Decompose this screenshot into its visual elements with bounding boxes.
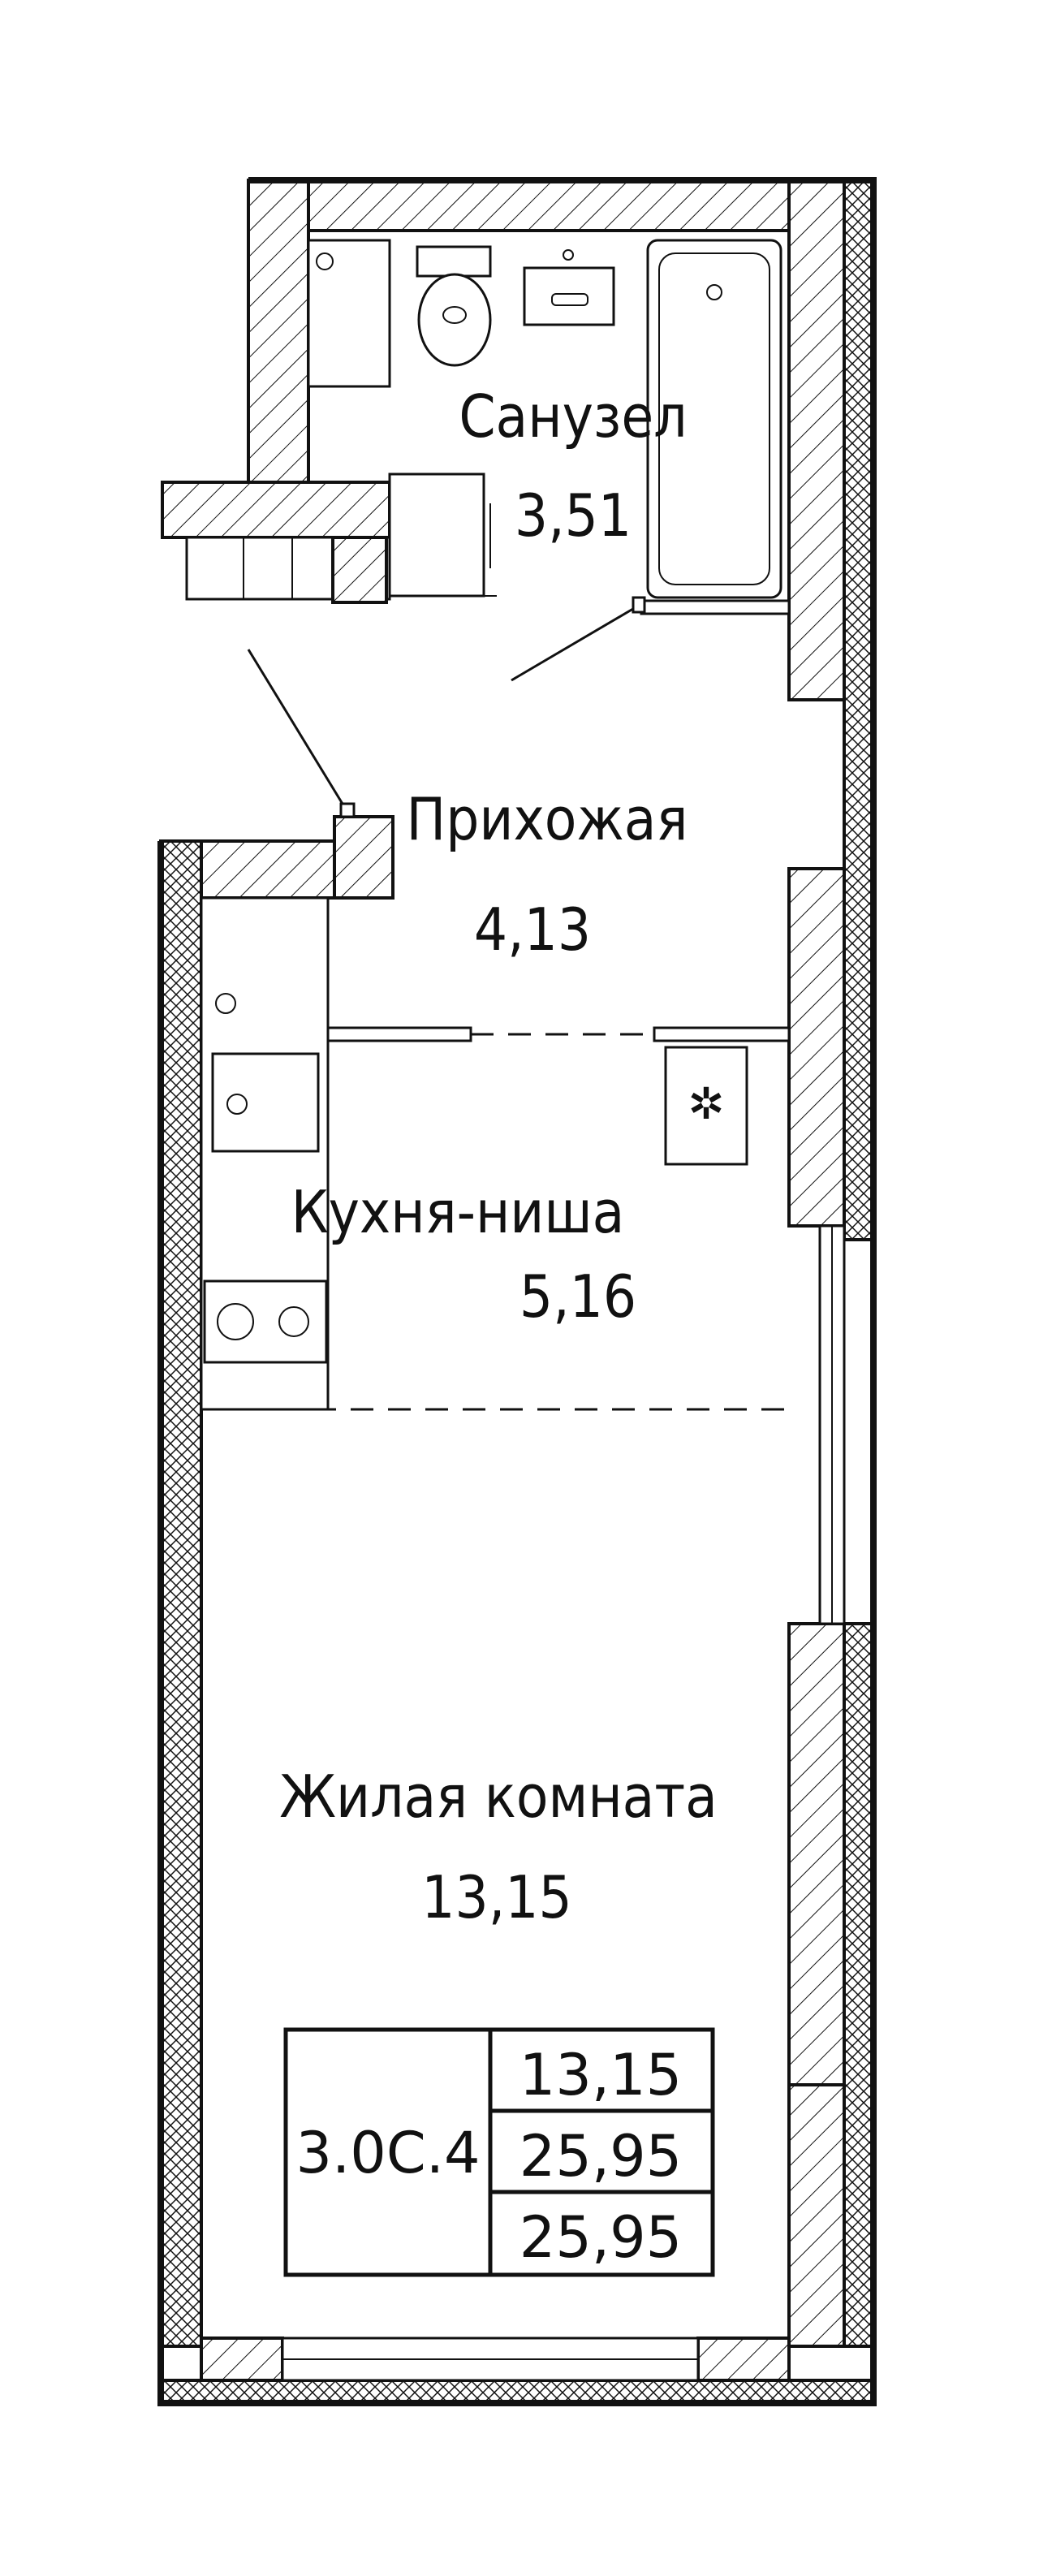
- svg-text:✲: ✲: [688, 1078, 724, 1129]
- room-area-kitchen: 5,16: [520, 1262, 636, 1331]
- room-labels: Санузел 3,51 Прихожая 4,13 Кухня-ниша 5,…: [279, 382, 718, 1931]
- total-area-with-balcony-value: 25,95: [520, 2204, 682, 2271]
- bath-cabinet: [307, 239, 391, 388]
- wall-right-inner-lower: [787, 1622, 846, 2086]
- room-area-living: 13,15: [421, 1863, 571, 1931]
- kitchen-sink: [211, 1052, 320, 1153]
- toilet-tank: [416, 245, 492, 278]
- wall-hall-corner: [333, 815, 394, 900]
- bathtub: [646, 239, 782, 599]
- door-bathroom: [511, 602, 642, 682]
- wall-bathroom-left: [247, 179, 310, 484]
- door-entrance: [247, 649, 349, 813]
- stove: [203, 1279, 328, 1364]
- wall-bottom-right: [696, 2337, 791, 2382]
- summary-table-frame: [283, 2027, 715, 2277]
- wall-right-inner-mid: [787, 867, 846, 1228]
- apartment-code: 3.0С.4: [296, 2120, 481, 2186]
- wall-left-outer: [159, 839, 203, 2348]
- wall-bottom-outer: [159, 2379, 875, 2405]
- wall-bottom-left: [200, 2337, 284, 2382]
- partition-hall-left: [315, 1026, 472, 1042]
- bathroom-fixtures: [307, 239, 782, 599]
- wall-right-outer-lower: [843, 1622, 875, 2348]
- toilet-bowl: [417, 273, 492, 367]
- outline-frame: [157, 177, 877, 2406]
- room-label-living: Жилая комната: [279, 1763, 718, 1831]
- wall-top: [307, 179, 813, 232]
- room-label-bathroom: Санузел: [459, 382, 687, 451]
- room-area-bathroom: 3,51: [515, 481, 632, 550]
- total-area-value: 25,95: [520, 2123, 682, 2190]
- partition-bath-hall: [640, 599, 791, 615]
- partition-hall-right: [653, 1026, 791, 1042]
- wall-right-outer: [843, 179, 875, 1241]
- wall-ledge: [161, 481, 391, 539]
- wall-right-inner-upper: [787, 179, 846, 701]
- ventilation-shaft: [664, 1046, 748, 1166]
- living-area-value: 13,15: [520, 2042, 682, 2108]
- doors: [247, 596, 646, 818]
- wall-hall-stub: [331, 536, 388, 604]
- room-label-kitchen: Кухня-ниша: [291, 1178, 625, 1246]
- wall-right-inner-bottom: [787, 2083, 846, 2348]
- washing-machine: [388, 472, 485, 598]
- kitchen-fixtures: ✲: [200, 896, 748, 1411]
- sink: [523, 266, 615, 326]
- summary-table: 3.0С.4 13,15 25,95 25,95: [283, 2027, 715, 2277]
- room-label-hallway: Прихожая: [407, 785, 688, 853]
- walls: [157, 177, 877, 2406]
- room-area-hallway: 4,13: [474, 895, 591, 964]
